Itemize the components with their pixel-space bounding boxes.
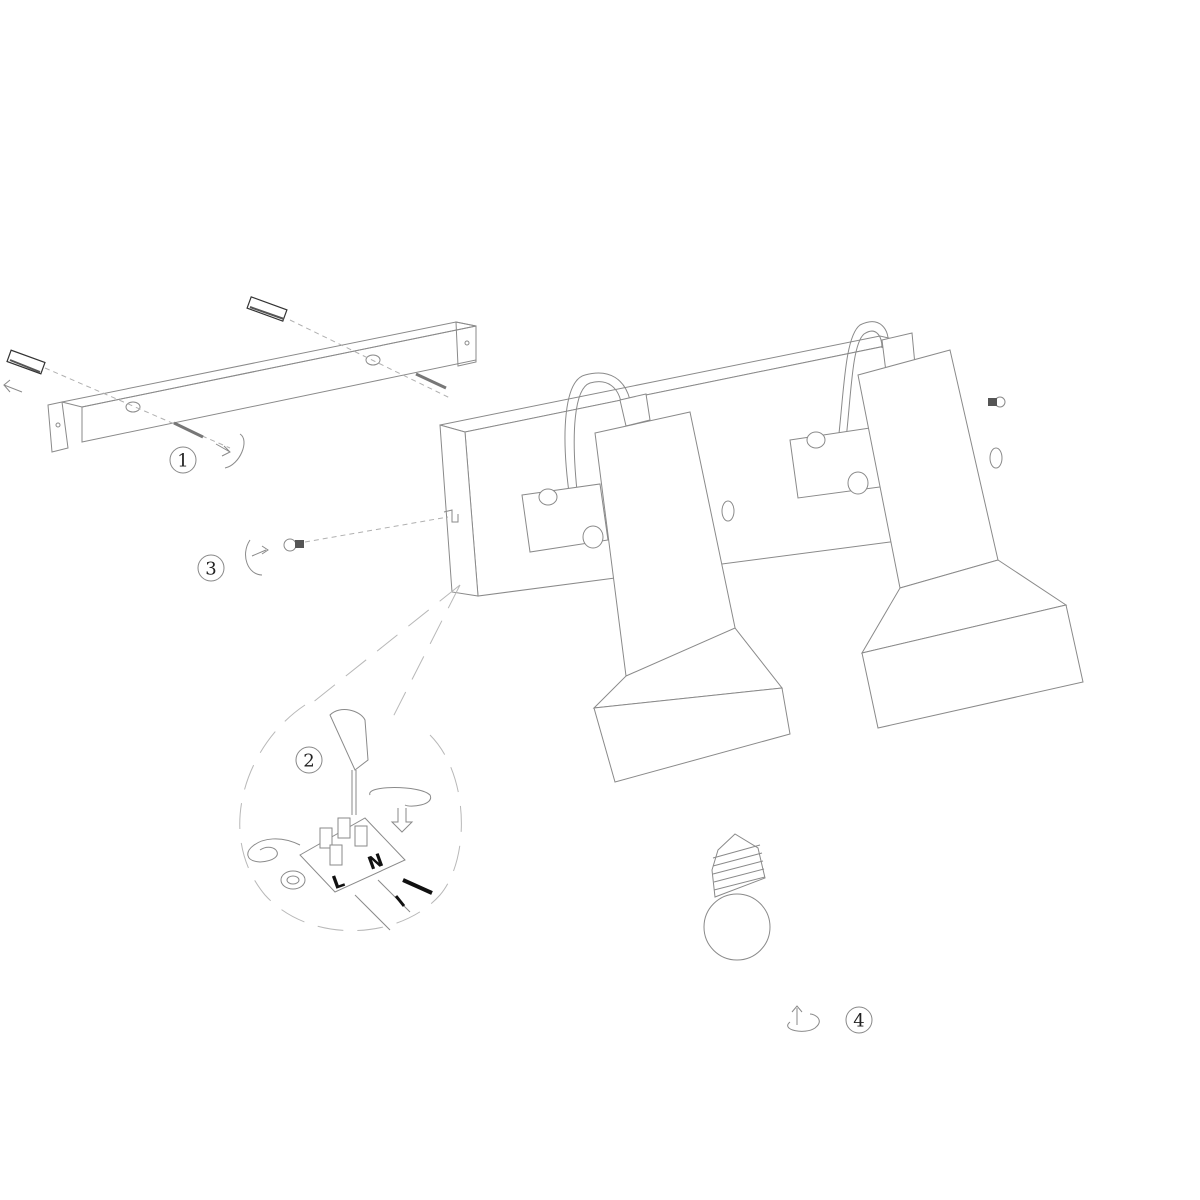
step-2-label: 2 <box>295 746 323 774</box>
mounting-bracket <box>47 321 477 453</box>
step-3-label: 3 <box>197 554 225 582</box>
step-4-label: 4 <box>845 1006 873 1034</box>
screw-icon <box>173 421 204 439</box>
svg-text:4: 4 <box>853 1011 864 1032</box>
rotate-arrow-icon <box>245 539 269 576</box>
svg-text:2: 2 <box>303 751 314 772</box>
spotlight-right <box>789 321 1084 729</box>
step-1-label: 1 <box>169 446 197 474</box>
terminal-label-neutral: N <box>365 850 386 875</box>
wall-plug-icon <box>6 349 46 375</box>
light-bulb-icon <box>703 833 771 961</box>
wiring-detail: L N <box>239 584 462 932</box>
wall-plug-icon <box>246 296 288 322</box>
direction-arrow-icon <box>3 379 23 393</box>
rotate-arrow-icon <box>215 433 245 469</box>
svg-text:3: 3 <box>205 559 216 580</box>
rotate-arrow-icon <box>787 1005 820 1032</box>
svg-text:1: 1 <box>177 451 188 472</box>
screw-icon <box>415 372 447 390</box>
screw-icon <box>283 538 304 552</box>
spotlight-left <box>521 372 791 783</box>
